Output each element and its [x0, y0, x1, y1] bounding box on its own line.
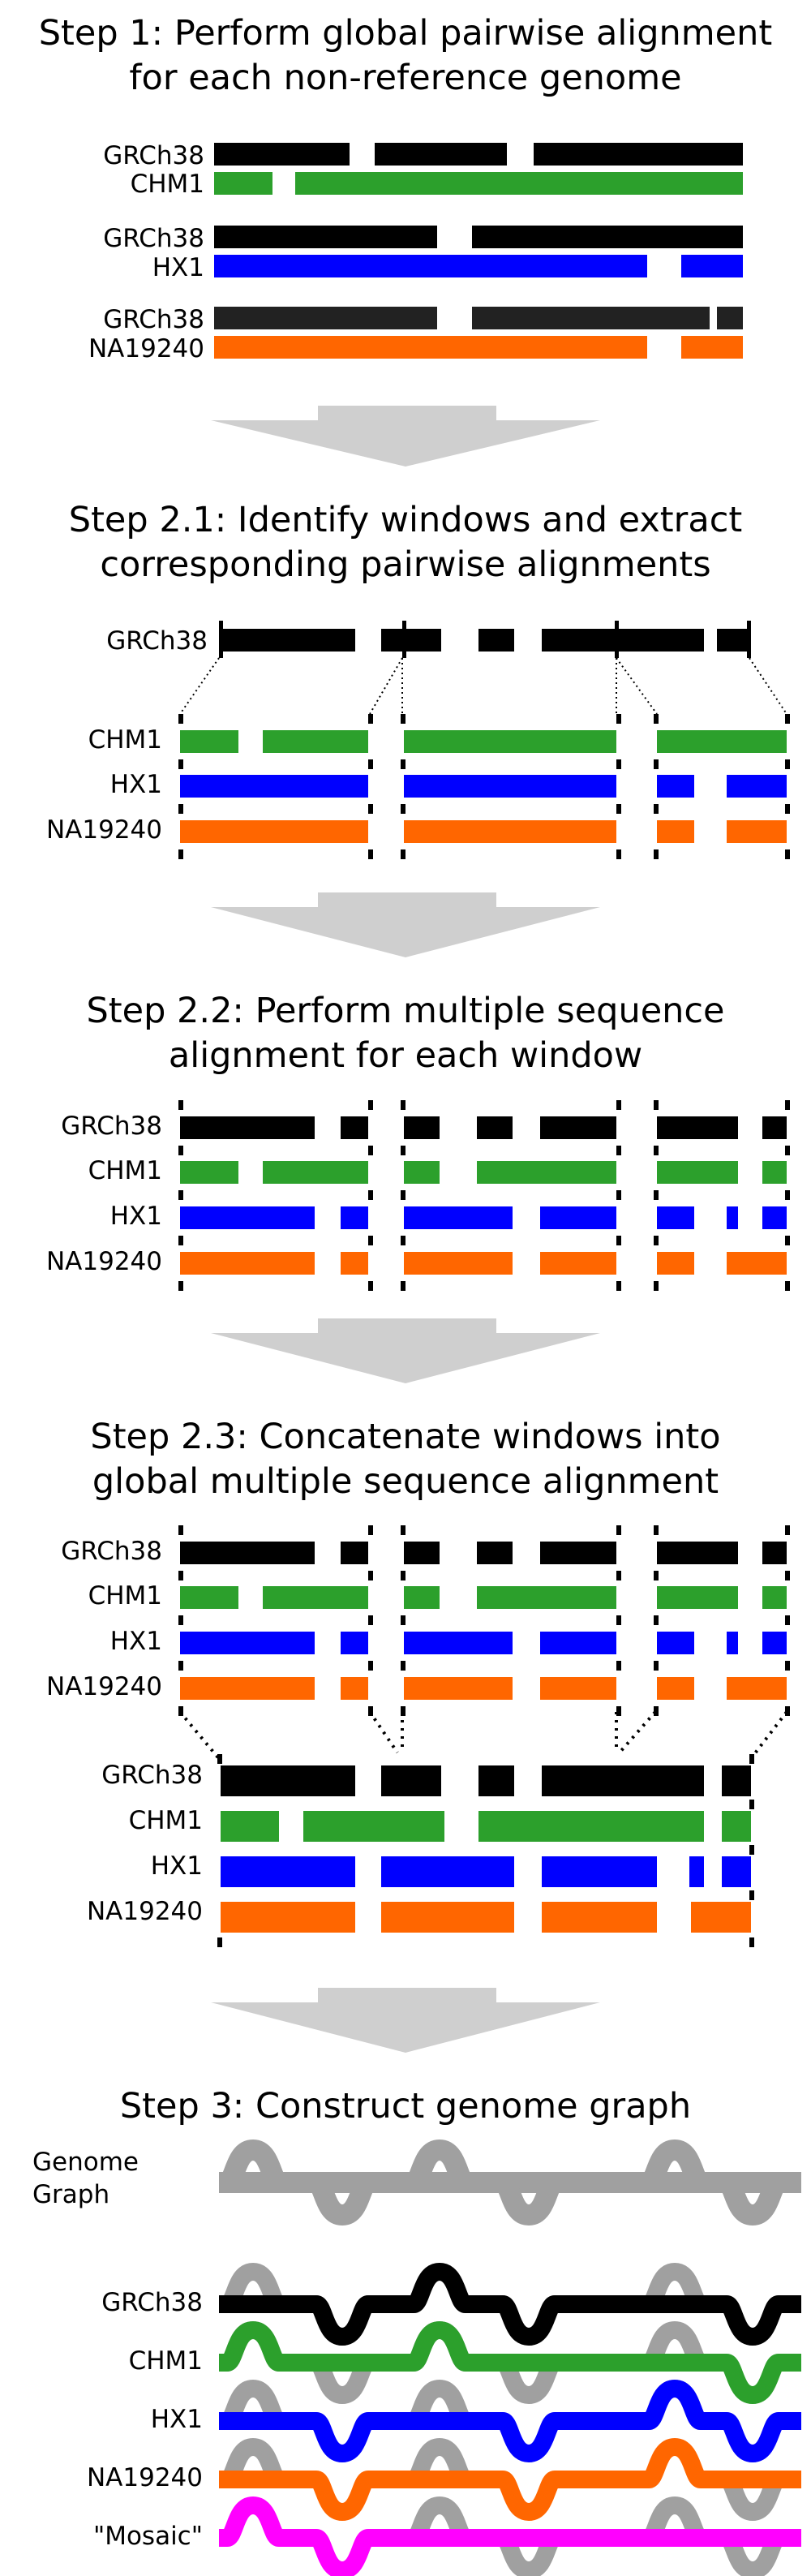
seq-label: CHM1 [88, 1581, 162, 1611]
window-boundary-ticks [178, 1100, 790, 1291]
window-boundary-ticks [178, 1525, 790, 1716]
alignment-segment [534, 143, 743, 166]
seq-label: GRCh38 [106, 626, 208, 656]
seq-label: NA19240 [87, 1897, 203, 1926]
seq-label: CHM1 [88, 1156, 162, 1185]
graph-bubble-down [310, 2172, 375, 2226]
alignment-segment [214, 226, 437, 248]
down-arrow [211, 406, 600, 467]
genome-graph [219, 2139, 801, 2226]
concatenation-lines [178, 1710, 788, 1762]
alignment-segment [717, 307, 743, 329]
seq-label: GRCh38 [103, 224, 204, 253]
down-arrow [211, 892, 600, 957]
seq-label: NA19240 [87, 2463, 203, 2492]
seq-label: NA19240 [46, 1672, 162, 1701]
alignment-segment [214, 143, 350, 166]
alignment-segment [214, 255, 647, 277]
step22-labels: GRCh38 CHM1 HX1 NA19240 [46, 1112, 162, 1276]
seq-label: "Mosaic" [93, 2522, 203, 2551]
step23-msa-windows [180, 1542, 787, 1700]
step23-labels: GRCh38 CHM1 HX1 NA19240 [46, 1537, 162, 1701]
window-boundary-ticks [219, 621, 751, 658]
alignment-segment [472, 307, 710, 329]
graph-bubble-down [720, 2172, 785, 2226]
seq-label: HX1 [110, 1202, 162, 1231]
step1-pair-na19240: GRCh38 NA19240 [88, 305, 743, 363]
step23-global-labels: GRCh38 CHM1 HX1 NA19240 [87, 1761, 203, 1926]
step22-title-line1: Step 2.2: Perform multiple sequence [86, 991, 724, 1031]
seq-label: NA19240 [88, 334, 204, 363]
seq-label: HX1 [110, 1627, 162, 1656]
step22-msa-windows [180, 1116, 787, 1275]
graph-bubble-up [642, 2139, 707, 2193]
alignment-segment [717, 629, 751, 652]
genome-graph-label-line1: Genome [32, 2148, 139, 2177]
down-arrow [211, 1988, 600, 2053]
genome-graph-label-line2: Graph [32, 2180, 109, 2209]
path-hx1 [219, 2380, 801, 2462]
seq-label: NA19240 [46, 1247, 162, 1276]
alignment-segment [681, 255, 743, 277]
step1-pair-chm1: GRCh38 CHM1 [103, 141, 743, 199]
step23-title-line1: Step 2.3: Concatenate windows into [90, 1417, 720, 1457]
step3-title: Step 3: Construct genome graph [120, 2086, 691, 2127]
seq-label: CHM1 [129, 2346, 203, 2376]
step1-title-line1: Step 1: Perform global pairwise alignmen… [39, 13, 773, 54]
step1-title-line2: for each non-reference genome [129, 58, 681, 98]
alignment-segment [472, 226, 743, 248]
seq-label: CHM1 [131, 170, 204, 199]
step23-global-msa [221, 1765, 751, 1933]
step21-title-line2: corresponding pairwise alignments [100, 544, 710, 585]
alignment-segment [478, 629, 514, 652]
step23-title-line2: global multiple sequence alignment [92, 1461, 719, 1502]
seq-label: CHM1 [129, 1806, 203, 1835]
alignment-segment [214, 172, 272, 195]
path-grch38 [219, 2263, 801, 2346]
step21-windows [180, 730, 787, 843]
alignment-segment [221, 629, 355, 652]
path-na19240 [219, 2438, 801, 2521]
path-mosaic [218, 2496, 801, 2576]
graph-bubble-up [221, 2139, 285, 2193]
graph-bubble-up [407, 2139, 472, 2193]
step22-title-line2: alignment for each window [169, 1035, 642, 1076]
alignment-segment [381, 629, 441, 652]
seq-label: GRCh38 [101, 2288, 203, 2317]
window-projection-lines [179, 657, 787, 715]
seq-label: GRCh38 [103, 141, 204, 170]
seq-label: GRCh38 [61, 1112, 162, 1141]
alignment-segment [214, 307, 437, 329]
alignment-segment [681, 336, 743, 359]
graph-bubble-down [496, 2172, 561, 2226]
alignment-segment [214, 336, 647, 359]
step1-pair-hx1: GRCh38 HX1 [103, 224, 743, 282]
path-chm1 [218, 2321, 801, 2404]
window-boundary-ticks [217, 1754, 754, 1947]
seq-label: GRCh38 [61, 1537, 162, 1566]
step21-title-line1: Step 2.1: Identify windows and extract [69, 500, 742, 540]
seq-label: NA19240 [46, 815, 162, 845]
seq-label: CHM1 [88, 725, 162, 755]
down-arrow [211, 1318, 600, 1383]
alignment-segment [375, 143, 507, 166]
alignment-segment [295, 172, 743, 195]
seq-label: HX1 [152, 253, 204, 282]
alignment-segment [542, 629, 704, 652]
window-boundary-ticks [178, 714, 790, 859]
seq-label: HX1 [151, 2405, 203, 2434]
step21-reference: GRCh38 [106, 621, 751, 658]
step21-labels: CHM1 HX1 NA19240 [46, 725, 162, 845]
seq-label: GRCh38 [101, 1761, 203, 1790]
genome-paths [218, 2263, 801, 2576]
seq-label: HX1 [110, 770, 162, 799]
seq-label: HX1 [151, 1851, 203, 1881]
seq-label: GRCh38 [103, 305, 204, 334]
step3-path-labels: GRCh38 CHM1 HX1 NA19240 "Mosaic" [87, 2288, 203, 2551]
